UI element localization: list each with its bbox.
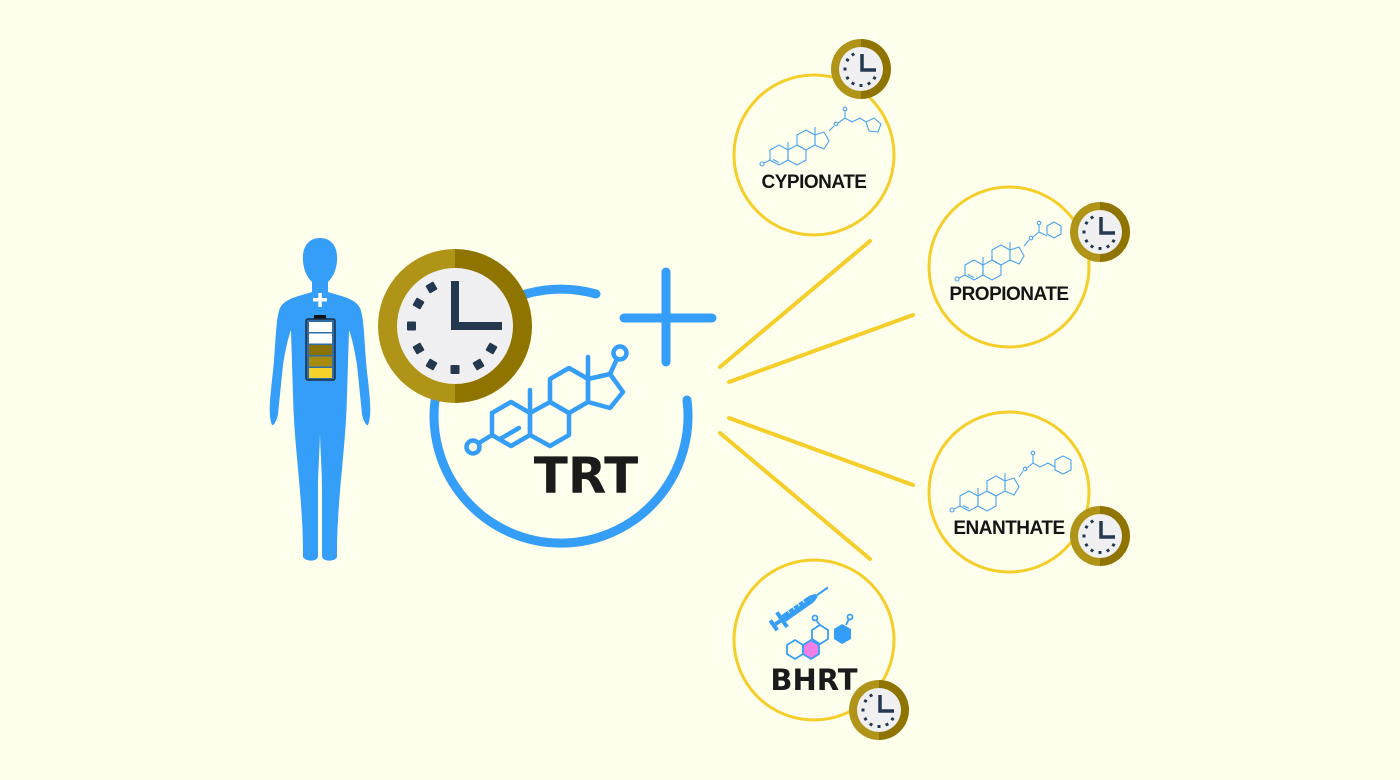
- syringe-hexagon-icon: [768, 586, 854, 661]
- option-label: BHRT: [770, 663, 857, 697]
- option-enanthate[interactable]: ENANTHATE: [927, 410, 1132, 574]
- hub-label: TRT: [534, 447, 638, 505]
- testosterone-molecule-icon: [464, 344, 629, 456]
- option-propionate[interactable]: PROPIONATE: [927, 185, 1132, 349]
- molecule-cyclopentyl-icon: [759, 106, 882, 167]
- battery-icon: [305, 315, 336, 381]
- molecule-phenyl-icon: [954, 220, 1062, 282]
- molecule-cyclohexyl-icon: [949, 450, 1072, 513]
- option-cypionate[interactable]: CYPIONATE: [732, 37, 896, 237]
- plus-icon: [619, 267, 717, 367]
- connector-lines: [718, 239, 915, 561]
- clock-icon: [829, 37, 893, 101]
- option-bhrt[interactable]: BHRT: [732, 558, 911, 742]
- option-label: PROPIONATE: [949, 284, 1068, 305]
- clock-icon: [378, 249, 532, 403]
- clock-icon: [1068, 504, 1132, 568]
- plus-icon: [313, 293, 327, 307]
- option-label: ENANTHATE: [953, 518, 1064, 539]
- option-label: CYPIONATE: [762, 172, 867, 193]
- human-body-icon: [269, 238, 371, 561]
- clock-icon: [1068, 200, 1132, 264]
- syringe-icon: [768, 586, 829, 632]
- clock-icon: [847, 678, 911, 742]
